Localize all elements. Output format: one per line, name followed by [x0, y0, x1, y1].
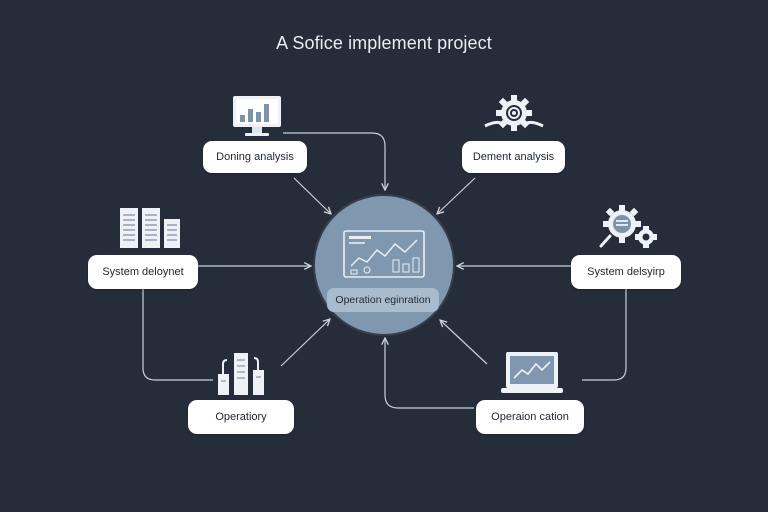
node-label: System deloynet: [102, 266, 184, 278]
connector-bottom-right-elbow: [385, 338, 474, 409]
documents-stack-icon: [120, 208, 180, 248]
connector-bottom-left-diagonal: [280, 319, 330, 367]
node-operaion-cation[interactable]: Operaion cation: [476, 400, 584, 434]
node-label: Operaion cation: [491, 411, 569, 423]
node-system-deloynet[interactable]: System deloynet: [88, 255, 198, 289]
connector-top-right-diagonal: [437, 177, 476, 214]
node-dement-analysis[interactable]: Dement analysis: [462, 141, 565, 173]
laptop-chart-icon: [501, 352, 563, 393]
connector-left-loop: [142, 289, 213, 381]
dashboard-monitor-icon: [343, 230, 425, 278]
node-doning-analysis[interactable]: Doning analysis: [203, 141, 307, 173]
cog-cluster-icon: [484, 95, 544, 131]
node-label: Operatiory: [215, 411, 267, 423]
node-system-delsyirp[interactable]: System delsyirp: [571, 255, 681, 289]
connector-top-left-elbow: [283, 132, 385, 190]
diagram-title: A Sofice implement project: [276, 33, 492, 53]
server-rack-icon: [218, 353, 264, 395]
connector-right-loop: [582, 289, 627, 381]
gear-search-icon: [599, 205, 657, 248]
node-label: System delsyirp: [587, 266, 665, 278]
node-operatiory[interactable]: Operatiory: [188, 400, 294, 434]
hub-label: Operation eginration: [327, 288, 439, 312]
node-label: Doning analysis: [216, 151, 294, 163]
connector-top-left-diagonal: [293, 177, 331, 214]
monitor-bar-chart-icon: [233, 96, 281, 136]
connector-bottom-right-diagonal: [440, 320, 488, 365]
node-label: Dement analysis: [472, 151, 555, 163]
